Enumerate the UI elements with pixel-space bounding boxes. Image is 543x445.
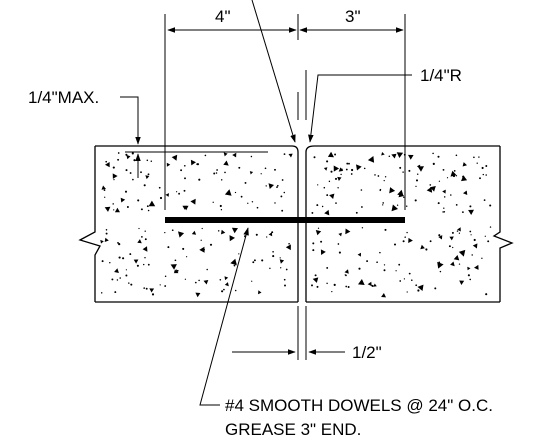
joint-gap-extension — [297, 70, 307, 360]
dowel-note-line1: #4 SMOOTH DOWELS @ 24" O.C. — [225, 396, 493, 415]
concrete-aggregate-pattern — [100, 151, 492, 298]
dowel-note-line2: GREASE 3" END. — [225, 420, 361, 439]
dimension-right-label: 3" — [345, 7, 361, 26]
slab-right — [305, 145, 514, 303]
top-leader-line — [251, 0, 296, 143]
dowel-bar — [165, 217, 405, 223]
dowel-leader-line — [199, 227, 249, 406]
slab-left — [78, 145, 299, 303]
dimension-left-label: 4" — [215, 7, 231, 26]
top-dimension — [164, 14, 406, 210]
max-depth-leader — [120, 96, 141, 145]
max-depth-label: 1/4"MAX. — [28, 88, 99, 107]
radius-leader-line — [308, 74, 412, 143]
joint-width-label: 1/2" — [352, 343, 382, 362]
radius-label: 1/4"R — [420, 66, 462, 85]
